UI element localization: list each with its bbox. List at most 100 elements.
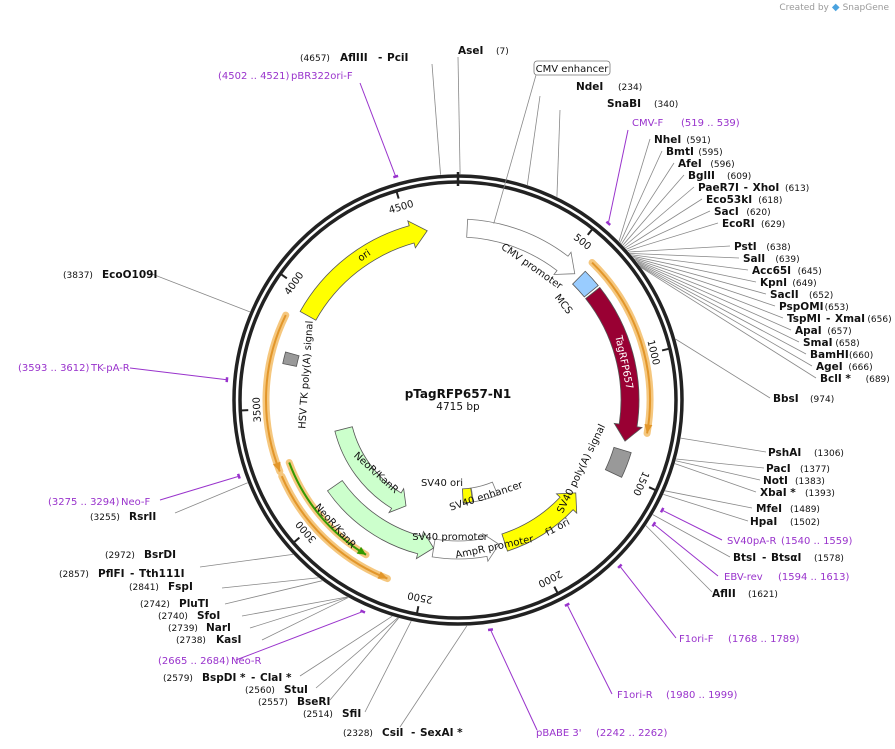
- primer-leader: [607, 129, 629, 224]
- enzyme-pos: (595): [698, 148, 722, 158]
- enzyme-name2: BtsαI: [771, 552, 801, 564]
- enzyme-name: SmaI: [803, 337, 833, 349]
- mcs-label: MCS: [552, 292, 574, 316]
- features: [262, 218, 654, 583]
- primer-leader: [566, 604, 613, 695]
- enzyme-name: AfeI: [678, 158, 702, 170]
- tick-mark: [553, 586, 559, 595]
- cmv-f-primer-arrow-head: [644, 424, 653, 434]
- enzyme-name: PaeR7I: [698, 182, 739, 194]
- primer-leader: [490, 629, 538, 731]
- enzyme-name: RsrII: [129, 511, 156, 523]
- enzyme-leader: [675, 338, 771, 399]
- enzyme-pos: (666): [848, 363, 872, 373]
- enzyme-leader: [329, 617, 399, 701]
- enzyme-leader: [629, 252, 740, 259]
- enzyme-leader: [241, 596, 348, 617]
- sv40-ori-block: [462, 487, 474, 504]
- enzyme-leader: [261, 597, 349, 641]
- enzyme-leader: [664, 490, 753, 509]
- sv40-promoter-label: SV40 promoter: [412, 532, 488, 543]
- enzyme-name: PflFI: [98, 568, 125, 580]
- primer-site-marker: [651, 521, 657, 528]
- ampr-promoter-arrow: [431, 532, 500, 563]
- enzyme-name: PluTI: [179, 598, 209, 610]
- primer-name: CMV-F: [632, 118, 663, 129]
- sv40-enhancer-block: [470, 481, 499, 503]
- enzyme-name: XbaI *: [760, 487, 796, 499]
- enzyme-name2: XmaI: [835, 313, 865, 325]
- tick-label: 500: [571, 232, 593, 252]
- enzyme-pos: (649): [792, 279, 816, 289]
- primer-range: (1594 .. 1613): [778, 572, 850, 583]
- primer-range: (1768 .. 1789): [728, 634, 800, 645]
- enzyme-name: BglII: [688, 170, 715, 182]
- enzyme-pos: (2514): [303, 710, 333, 720]
- enzyme-name: BseRI: [297, 696, 330, 708]
- ori-arrow: [299, 220, 428, 321]
- enzyme-name: CsiI: [382, 727, 403, 739]
- leader-lines: [129, 56, 817, 731]
- enzyme-name: KpnI: [760, 277, 787, 289]
- enzyme-name: KasI: [216, 634, 241, 646]
- tick-label: 4000: [283, 270, 307, 297]
- enzyme-pos: (620): [746, 208, 770, 218]
- cmv-enhancer-label: CMV enhancer: [536, 64, 610, 75]
- tick-mark: [587, 228, 594, 236]
- enzyme-pos: (658): [835, 339, 859, 349]
- enzyme-leader: [626, 210, 711, 250]
- enzyme-name: EcoRI: [722, 218, 755, 230]
- enzyme-name2: ClaI *: [260, 672, 292, 684]
- enzyme-leader: [637, 262, 800, 343]
- enzyme-leader: [315, 617, 399, 689]
- enzyme-pos: (1502): [790, 518, 820, 528]
- enzyme-leader: [249, 596, 348, 629]
- enzyme-sep: -: [130, 568, 134, 580]
- mcs-block: [572, 270, 599, 298]
- enzyme-sep: -: [378, 52, 382, 64]
- enzyme-name2: SexAI *: [420, 727, 463, 739]
- enzyme-leader: [639, 265, 813, 367]
- enzyme-leader: [221, 577, 319, 589]
- enzyme-pos: (1383): [795, 477, 825, 487]
- enzyme-name: BspDI *: [202, 672, 246, 684]
- enzyme-pos: (2560): [245, 686, 275, 696]
- primer-name: pBABE 3': [536, 728, 582, 739]
- enzyme-leader: [457, 56, 461, 175]
- enzyme-labels: (4657) AflIII - PciI AseI (7) NdeI (234)…: [59, 45, 892, 739]
- enzyme-leader: [631, 254, 749, 271]
- primer-site-marker: [236, 473, 241, 479]
- enzyme-pos: (2972): [105, 551, 135, 561]
- tick-label: 3500: [252, 397, 264, 423]
- enzyme-pos: (4657): [300, 54, 330, 64]
- enzyme-leader: [676, 458, 765, 469]
- primer-site-marker: [487, 628, 494, 632]
- enzyme-name: BamHI: [810, 349, 849, 361]
- enzyme-pos: (2739): [168, 624, 198, 634]
- primer-range: (1980 .. 1999): [666, 690, 738, 701]
- enzyme-name: NdeI: [576, 81, 603, 93]
- cmv-f-primer-arrow: [591, 261, 651, 434]
- enzyme-leader: [640, 267, 817, 379]
- mcs-enzyme-stack: NheI(591)BmtI(595)AfeI(596)BglII(609)Pae…: [654, 134, 892, 385]
- primer-leader: [653, 523, 719, 577]
- enzyme-leader: [364, 620, 412, 713]
- enzyme-pos: (629): [761, 220, 785, 230]
- tick-mark: [415, 606, 420, 615]
- enzyme-leader: [638, 264, 807, 355]
- enzyme-name: BbsI: [773, 393, 799, 405]
- primer-range: (3275 .. 3294): [48, 497, 120, 508]
- primer-site-marker: [564, 602, 570, 607]
- primer-leader: [619, 565, 677, 639]
- enzyme-pos: (613): [785, 184, 809, 194]
- primer-range: (2242 .. 2262): [596, 728, 668, 739]
- enzyme-pos: (1489): [790, 505, 820, 515]
- enzyme-pos: (656): [867, 315, 891, 325]
- tick-mark: [292, 536, 301, 544]
- enzyme-name: HpaI: [750, 516, 777, 528]
- snapgene-logo-icon: ◆: [831, 2, 840, 13]
- enzyme-pos: (3255): [90, 513, 120, 523]
- cmv-enhancer-box: [533, 60, 611, 76]
- snapgene-brand: Created by ◆ SnapGene: [779, 2, 889, 13]
